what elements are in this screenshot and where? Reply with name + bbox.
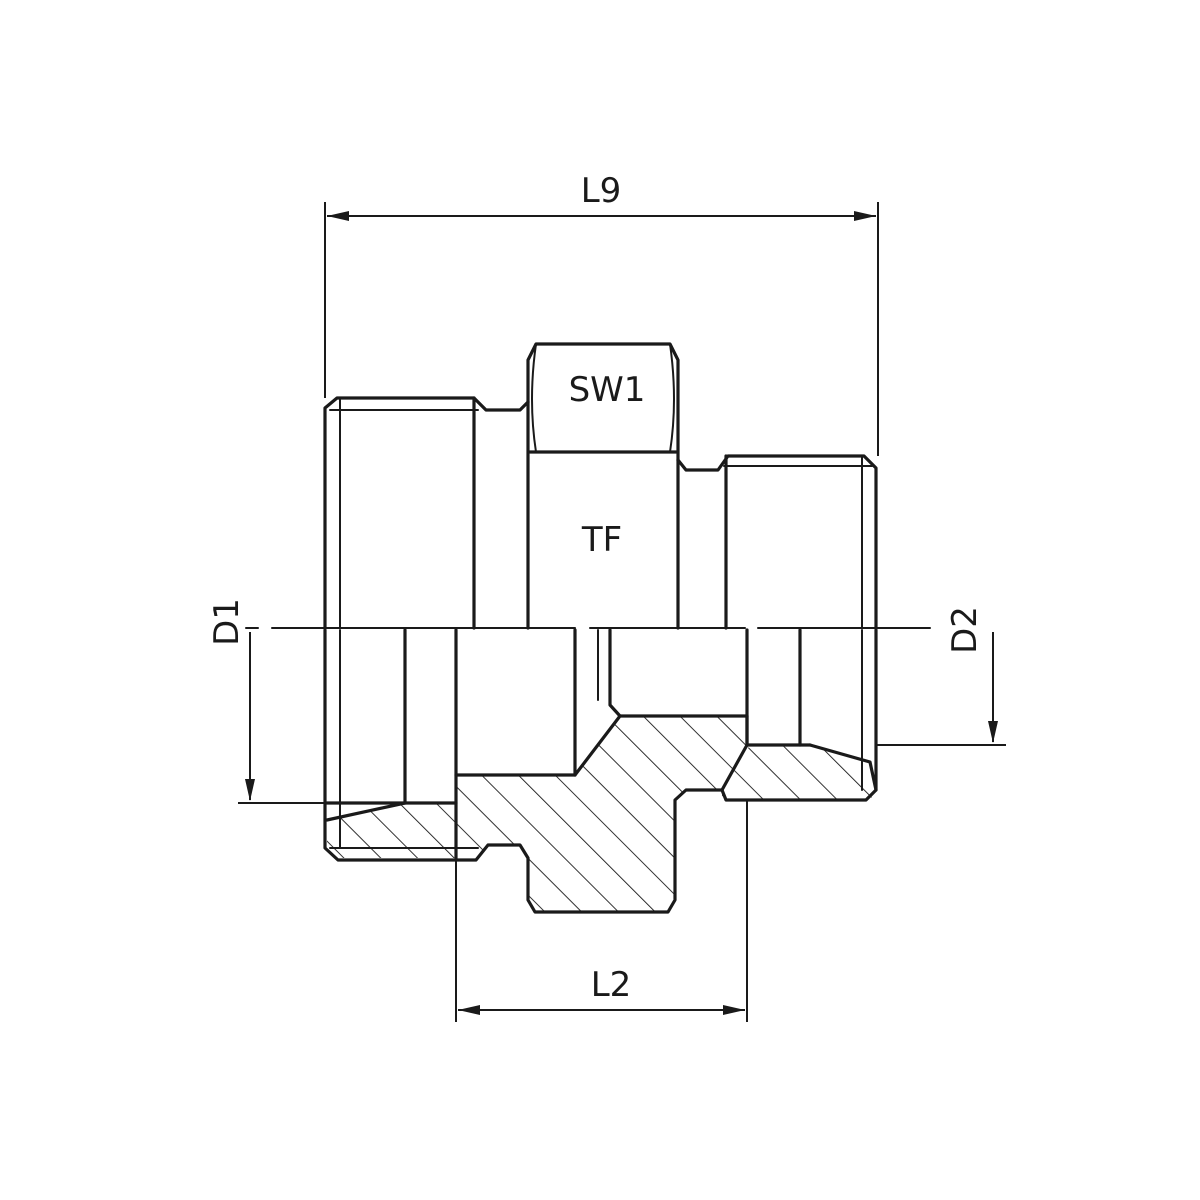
center-cavity-outline	[454, 628, 577, 777]
label-d2: D2	[945, 606, 985, 654]
hex-chamfer-left	[531, 343, 537, 453]
label-l9: L9	[581, 171, 622, 211]
label-l2: L2	[591, 965, 632, 1005]
left-taper-line	[325, 801, 407, 822]
label-sw1: SW1	[569, 370, 646, 410]
hex-collar-outline	[526, 342, 680, 630]
label-d1: D1	[207, 598, 247, 646]
right-cone-join	[720, 714, 749, 792]
label-tf: TF	[581, 520, 622, 560]
center-inner-wall	[608, 628, 622, 718]
hatch-left	[327, 803, 456, 858]
section-view	[323, 628, 878, 914]
right-thread-outline	[676, 454, 878, 630]
dimension-d1: D1	[207, 598, 405, 804]
left-thread-outline	[323, 396, 530, 630]
outer-view	[323, 342, 878, 630]
right-taper-line	[808, 743, 878, 792]
dimension-l9: L9	[324, 171, 879, 456]
hex-chamfer-right	[669, 343, 675, 453]
hatch-right	[722, 745, 876, 800]
hatch-center	[456, 716, 747, 912]
left-section-outline	[323, 628, 878, 914]
dimension-l2: L2	[455, 800, 748, 1022]
dimension-d2: D2	[876, 606, 1006, 746]
